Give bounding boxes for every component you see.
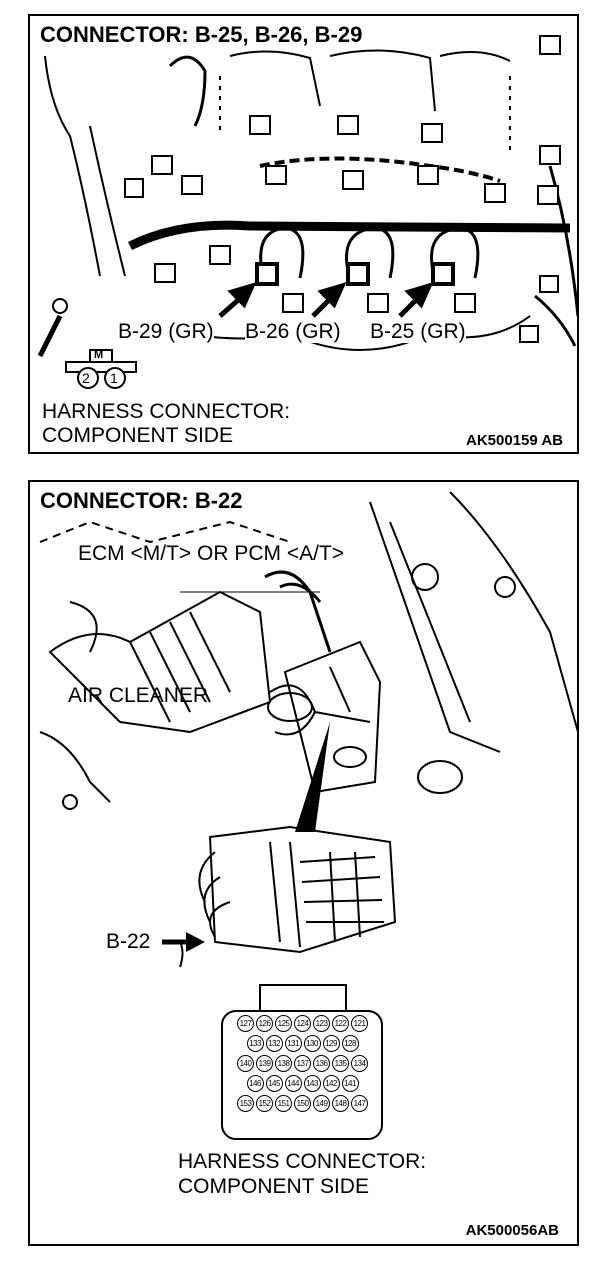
pin-terminal: 151 [275, 1095, 292, 1112]
pin-terminal: 123 [313, 1015, 330, 1032]
pin-terminal: 135 [332, 1055, 349, 1072]
panel-title: CONNECTOR: B-25, B-26, B-29 [38, 22, 365, 48]
engine-harness-panel: CONNECTOR: B-25, B-26, B-29 B-29 (GR) B-… [28, 14, 579, 454]
pin-terminal: 127 [237, 1015, 254, 1032]
pin-terminal: 138 [275, 1055, 292, 1072]
pin-terminal: 136 [313, 1055, 330, 1072]
connector-callout-b22: B-22 [106, 930, 151, 953]
pin-terminal: 144 [284, 1075, 302, 1092]
ecm-label: ECM <M/T> OR PCM <A/T> [78, 542, 345, 565]
pin-terminal: 122 [332, 1015, 349, 1032]
pin-terminal: 148 [332, 1095, 349, 1112]
pin-terminal: 153 [237, 1095, 254, 1112]
pin-terminal: 149 [313, 1095, 330, 1112]
pin-terminal: 147 [351, 1095, 368, 1112]
callout-b25: B-25 (GR) [370, 320, 466, 344]
connector-symbol-pin-2: 2 [82, 370, 90, 386]
pin-terminal: 141 [341, 1075, 359, 1092]
pin-terminal: 143 [303, 1075, 321, 1092]
pin-terminal: 124 [294, 1015, 311, 1032]
pin-terminal: 146 [246, 1075, 264, 1092]
connector-symbol-pin-1: 1 [110, 370, 118, 386]
pin-terminal: 137 [294, 1055, 311, 1072]
pin-terminal: 133 [246, 1035, 264, 1052]
caption-line2: COMPONENT SIDE [42, 424, 233, 448]
pin-terminal: 132 [265, 1035, 283, 1052]
callout-b26: B-26 (GR) [245, 320, 341, 344]
pin-terminal: 129 [322, 1035, 340, 1052]
pin-terminal: 121 [351, 1015, 368, 1032]
pin-terminal: 128 [341, 1035, 359, 1052]
figure-code: AK500056AB [465, 1222, 559, 1239]
pin-terminal: 140 [237, 1055, 254, 1072]
caption-line1: HARNESS CONNECTOR: [178, 1150, 427, 1174]
pin-terminal: 150 [294, 1095, 311, 1112]
ecm-location-illustration [39, 491, 577, 1140]
engine-harness-illustration [37, 35, 577, 389]
figure-code: AK500159 AB [466, 432, 563, 449]
ecm-location-panel: CONNECTOR: B-22 ECM <M/T> OR PCM <A/T> A… [28, 480, 579, 1246]
pin-terminal: 152 [256, 1095, 273, 1112]
pin-terminal: 134 [351, 1055, 368, 1072]
caption-line2: COMPONENT SIDE [178, 1175, 369, 1199]
pin-terminal: 131 [284, 1035, 302, 1052]
panel-title: CONNECTOR: B-22 [38, 488, 245, 514]
pin-terminal: 130 [303, 1035, 321, 1052]
connector-symbol-tag: M [94, 349, 104, 361]
pin-terminal: 126 [256, 1015, 273, 1032]
pin-terminal: 125 [275, 1015, 292, 1032]
pin-terminal: 139 [256, 1055, 273, 1072]
pin-terminal: 142 [322, 1075, 340, 1092]
pin-terminal: 145 [265, 1075, 283, 1092]
callout-b29: B-29 (GR) [118, 320, 214, 344]
caption-line1: HARNESS CONNECTOR: [42, 400, 291, 424]
air-cleaner-label: AIR CLEANER [68, 684, 209, 707]
